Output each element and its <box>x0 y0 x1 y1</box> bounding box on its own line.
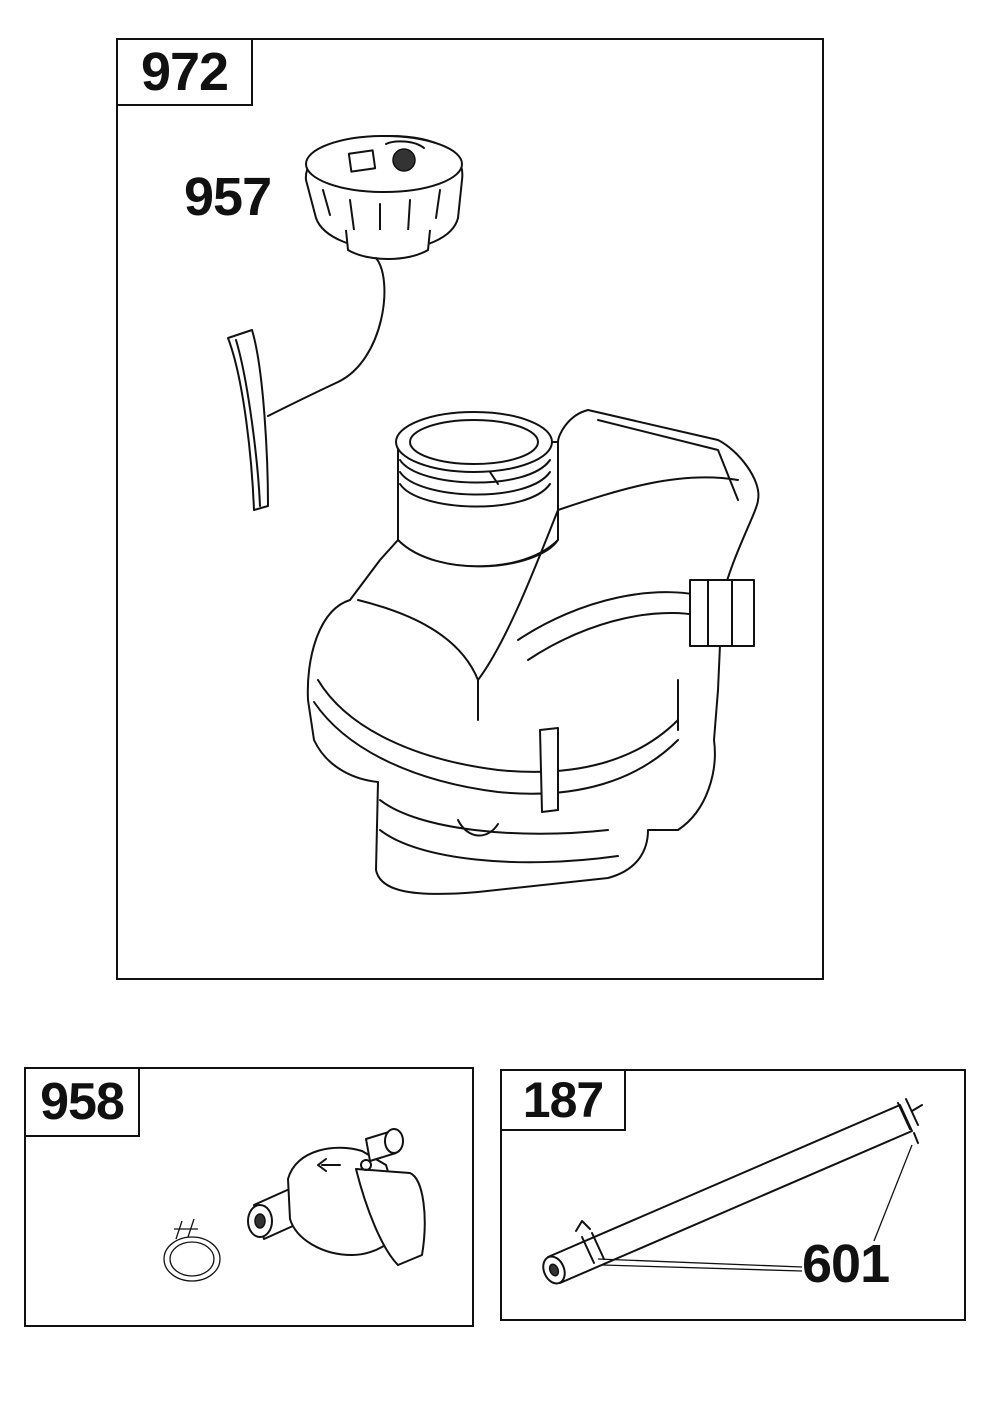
panel-fuel-line: 187 601 <box>500 1069 966 1321</box>
shut-off-valve-icon <box>247 1128 426 1266</box>
cap-tether-icon <box>267 257 386 417</box>
panel-label-972: 972 <box>118 40 253 106</box>
leader-line-right <box>873 1144 913 1242</box>
tether-strap-icon <box>227 329 269 511</box>
fuel-line-drawing <box>542 1098 923 1285</box>
panel-label-958: 958 <box>26 1069 140 1137</box>
fuel-tank-drawing <box>227 135 760 895</box>
fuel-hose-icon <box>542 1104 913 1285</box>
callout-957: 957 <box>184 167 272 227</box>
fuel-tank-body-icon <box>306 409 760 895</box>
tank-filler-neck-icon <box>395 411 559 568</box>
fuel-cap-icon <box>304 135 464 260</box>
panel-fuel-tank: 972 957 <box>116 38 824 980</box>
hose-clamp-right-icon <box>897 1098 923 1144</box>
panel-fuel-valve: 958 <box>24 1067 474 1327</box>
hose-clamp-left-icon <box>575 1220 605 1264</box>
callout-601: 601 <box>802 1234 890 1294</box>
hose-clamp-icon <box>163 1218 221 1282</box>
fuel-valve-drawing <box>163 1128 426 1282</box>
panel-label-187: 187 <box>502 1071 626 1131</box>
leader-line-left <box>601 1264 803 1272</box>
